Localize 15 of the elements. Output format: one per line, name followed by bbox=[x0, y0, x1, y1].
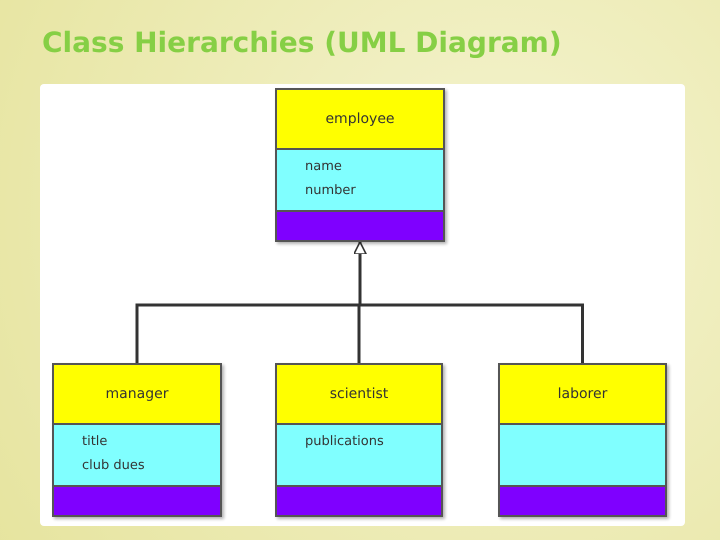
class-box bbox=[275, 363, 443, 517]
class-name: manager bbox=[106, 384, 168, 404]
class-name: scientist bbox=[330, 384, 388, 404]
class-box bbox=[275, 88, 445, 242]
attribute: club dues bbox=[82, 457, 146, 475]
attribute: number bbox=[305, 182, 357, 200]
attribute: name bbox=[305, 158, 343, 176]
class-name: employee bbox=[325, 110, 395, 128]
inheritance-arrow bbox=[353, 241, 584, 363]
attribute: title bbox=[82, 433, 108, 451]
class-box bbox=[498, 363, 667, 517]
class-box bbox=[52, 363, 222, 517]
title: Class Hierarchies (UML Diagram) bbox=[42, 25, 562, 61]
class-name: laborer bbox=[558, 384, 608, 404]
attribute: publications bbox=[305, 433, 385, 451]
